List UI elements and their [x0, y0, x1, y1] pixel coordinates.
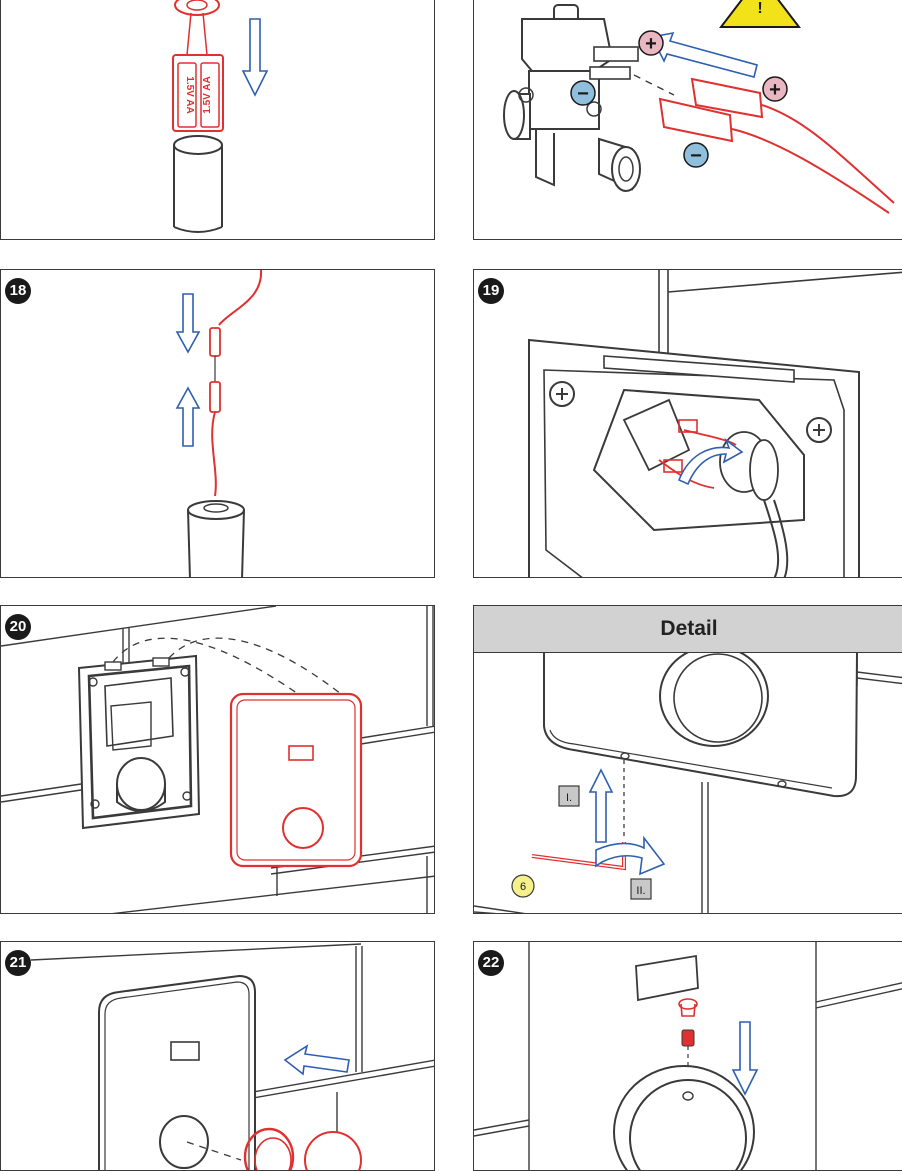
minus-icon: − — [570, 80, 596, 106]
step-number: 22 — [478, 950, 504, 976]
step-number: 21 — [5, 950, 31, 976]
cable-connect-illustration — [175, 270, 263, 577]
mounting-box-illustration — [528, 270, 902, 577]
battery-illustration: 1.5V AA 1.5V AA — [172, 0, 269, 233]
left-arrow-icon — [283, 1044, 350, 1076]
rotate-arrow-icon — [677, 437, 744, 486]
panel-detail: Detail I. 6 II. — [473, 605, 902, 914]
valve-illustration: ! + + — [503, 0, 895, 214]
detail-illustration: I. 6 II. — [474, 645, 902, 913]
panel-19: 19 — [473, 269, 902, 578]
left-arrow-icon — [650, 31, 758, 78]
cover-fit-illustration — [30, 943, 434, 1170]
step-number: 18 — [5, 278, 31, 304]
plus-sign-2: + — [769, 79, 781, 101]
down-arrow-icon — [175, 293, 201, 354]
down-arrow-icon — [731, 1021, 759, 1096]
minus-sign-1: − — [577, 83, 589, 105]
up-arrow-icon — [588, 768, 614, 843]
step-number: 20 — [5, 614, 31, 640]
panel-valve: ! + + — [473, 0, 902, 240]
rotate-arrow-icon — [595, 835, 666, 876]
battery-label-right: 1.5V AA — [202, 76, 213, 113]
panel-20: 20 — [0, 605, 435, 914]
step-label-1: I. — [566, 792, 572, 804]
cover-mount-illustration — [1, 606, 434, 913]
step-number: 19 — [478, 278, 504, 304]
battery-label-left: 1.5V AA — [184, 76, 195, 113]
panel-18: 18 — [0, 269, 435, 578]
up-arrow-icon — [175, 386, 201, 447]
minus-sign-2: − — [690, 145, 702, 167]
detail-title: Detail — [474, 606, 902, 653]
panel-22: 22 — [473, 941, 902, 1171]
minus-icon: − — [683, 142, 709, 168]
plus-icon: + — [638, 30, 664, 56]
warning-mark: ! — [757, 0, 762, 17]
step-label-2: II. — [636, 885, 645, 897]
tool-size-label: 6 — [520, 881, 526, 893]
down-arrow-icon — [241, 18, 269, 97]
plus-sign-1: + — [645, 33, 657, 55]
panel-battery: 1.5V AA 1.5V AA — [0, 0, 435, 240]
warning-icon: ! — [718, 0, 802, 28]
knob-screw-illustration — [474, 942, 902, 1170]
plus-icon: + — [762, 76, 788, 102]
panel-21: 21 — [0, 941, 435, 1171]
